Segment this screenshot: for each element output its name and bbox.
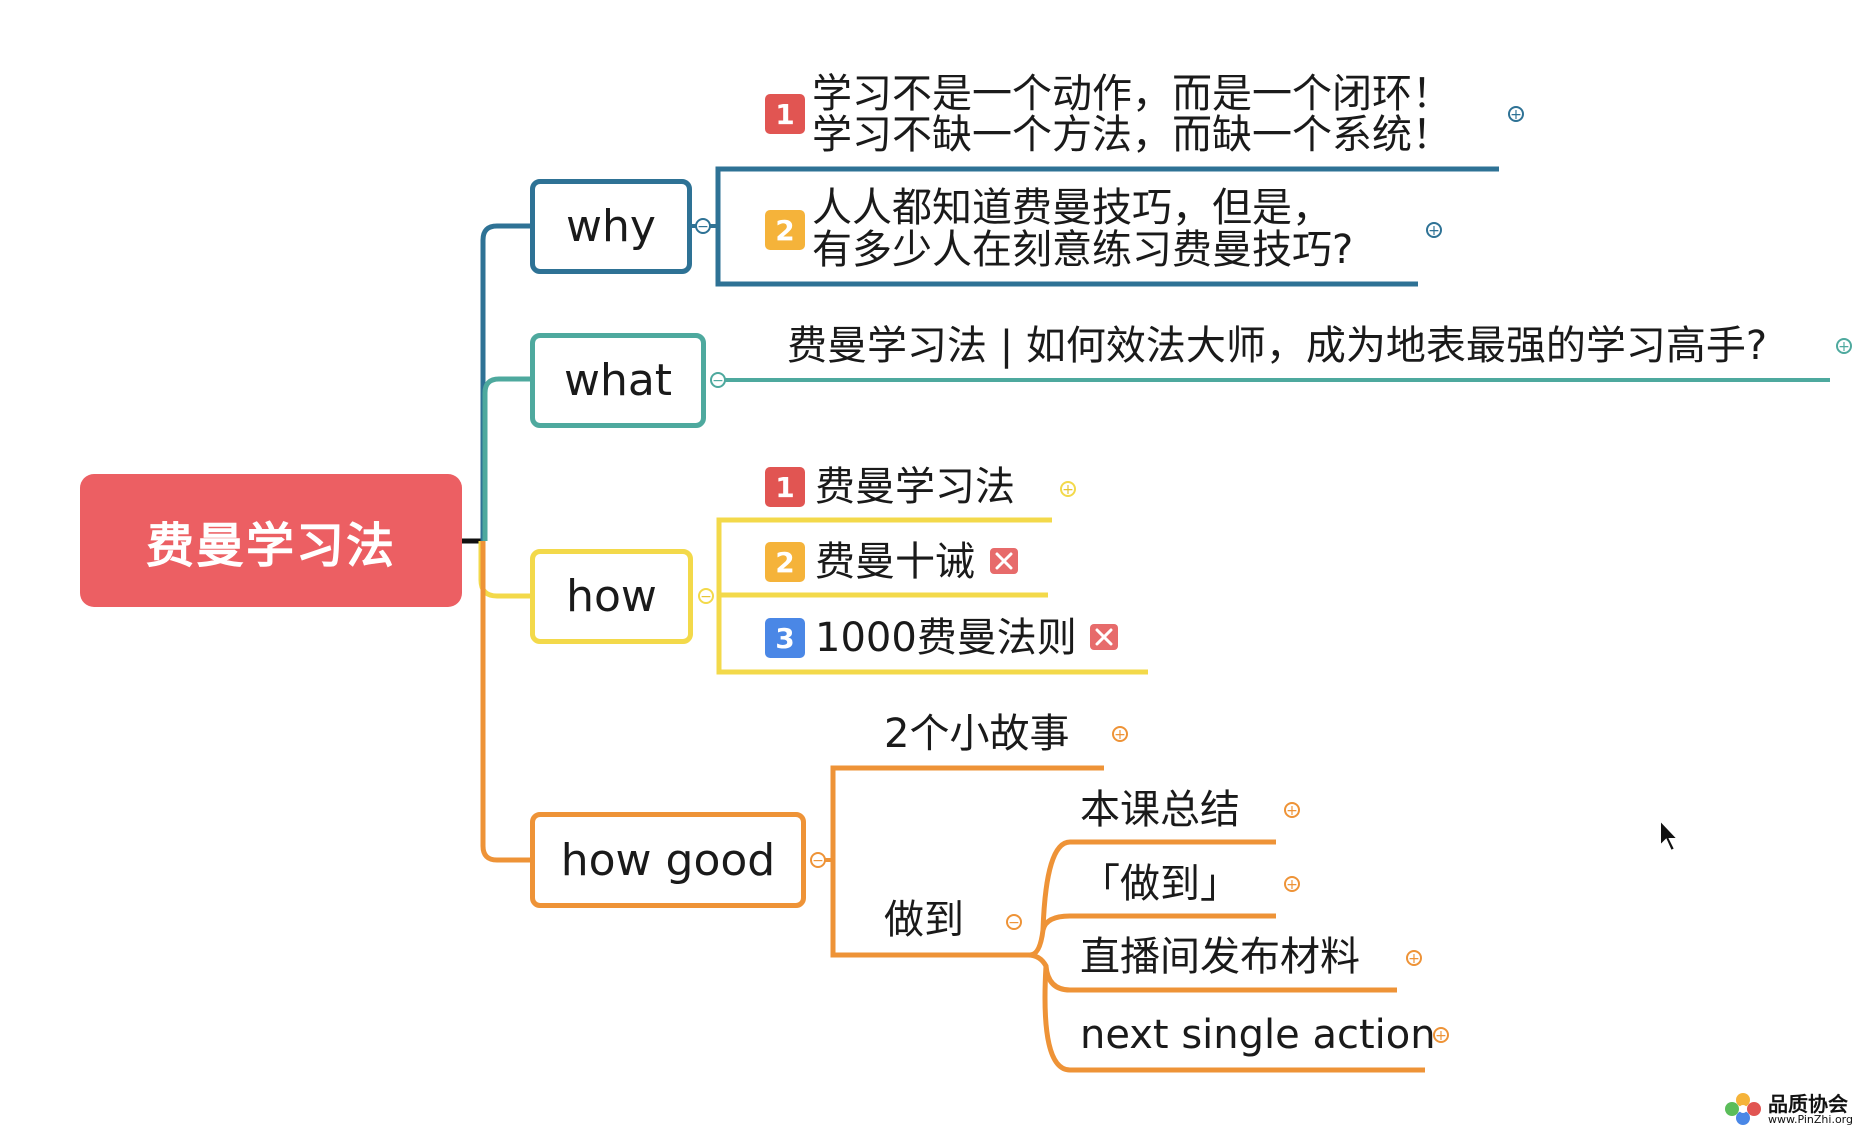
priority-3-badge: 3 [765, 618, 805, 658]
expand-plus-circle-icon[interactable]: + [1284, 876, 1300, 892]
expand-plus-circle-icon[interactable]: + [1284, 802, 1300, 818]
done-child-4[interactable]: next single action [1080, 1012, 1436, 1058]
watermark-logo: 品质协会 www.PinZhi.org [1724, 1092, 1852, 1126]
x-mark-icon[interactable] [1090, 624, 1118, 650]
expand-plus-circle-icon[interactable]: + [1836, 338, 1852, 354]
how-good-topic[interactable]: how good [530, 812, 806, 908]
how-good-item-2[interactable]: 做到 [884, 897, 964, 943]
why-item-1-line1[interactable]: 学习不是一个动作，而是一个闭环！ [812, 71, 1452, 117]
how-good-topic-label: how good [560, 834, 776, 886]
what-collapse-minus-circle-icon[interactable]: − [710, 372, 726, 388]
expand-plus-circle-icon[interactable]: + [1508, 106, 1524, 122]
expand-plus-circle-icon[interactable]: + [1406, 950, 1422, 966]
collapse-minus-circle-icon[interactable]: − [1006, 914, 1022, 930]
why-topic[interactable]: why [530, 179, 692, 274]
why-item-2-line1[interactable]: 人人都知道费曼技巧，但是， [812, 185, 1332, 231]
mouse-cursor-icon [1658, 817, 1682, 858]
what-item-1[interactable]: 费曼学习法 | 如何效法大师，成为地表最强的学习高手? [787, 323, 1768, 369]
what-topic[interactable]: what [530, 333, 706, 428]
root-topic-label: 费曼学习法 [145, 517, 396, 574]
how-item-2[interactable]: 费曼十诫 [815, 539, 975, 585]
expand-plus-circle-icon[interactable]: + [1426, 222, 1442, 238]
why-topic-label: why [566, 201, 656, 252]
done-child-1[interactable]: 本课总结 [1080, 787, 1240, 833]
priority-2-badge: 2 [765, 542, 805, 582]
watermark-name: 品质协会 [1768, 1091, 1848, 1116]
why-item-2-line2[interactable]: 有多少人在刻意练习费曼技巧? [812, 227, 1354, 273]
x-mark-icon[interactable] [990, 548, 1018, 574]
expand-plus-circle-icon[interactable]: + [1112, 726, 1128, 742]
how-topic-label: how [566, 571, 657, 622]
what-topic-label: what [563, 355, 673, 406]
priority-2-badge: 2 [765, 210, 805, 250]
done-child-3[interactable]: 直播间发布材料 [1080, 934, 1360, 980]
how-collapse-minus-circle-icon[interactable]: − [698, 588, 714, 604]
how-item-3[interactable]: 1000费曼法则 [815, 615, 1077, 661]
priority-1-badge: 1 [765, 94, 805, 134]
root-topic[interactable]: 费曼学习法 [80, 474, 462, 607]
expand-plus-circle-icon[interactable]: + [1433, 1027, 1449, 1043]
how-good-item-1[interactable]: 2个小故事 [884, 711, 1070, 757]
why-collapse-minus-circle-icon[interactable]: − [695, 218, 711, 234]
priority-1-badge: 1 [765, 467, 805, 507]
expand-plus-circle-icon[interactable]: + [1060, 481, 1076, 497]
how-good-collapse-minus-circle-icon[interactable]: − [810, 852, 826, 868]
how-topic[interactable]: how [530, 549, 693, 644]
why-item-1-line2[interactable]: 学习不缺一个方法，而缺一个系统！ [812, 112, 1452, 158]
how-item-1[interactable]: 费曼学习法 [815, 464, 1015, 510]
watermark-url: www.PinZhi.org [1768, 1112, 1852, 1126]
done-child-2[interactable]: 「做到」 [1080, 861, 1240, 907]
flower-logo-icon [1725, 1093, 1761, 1125]
